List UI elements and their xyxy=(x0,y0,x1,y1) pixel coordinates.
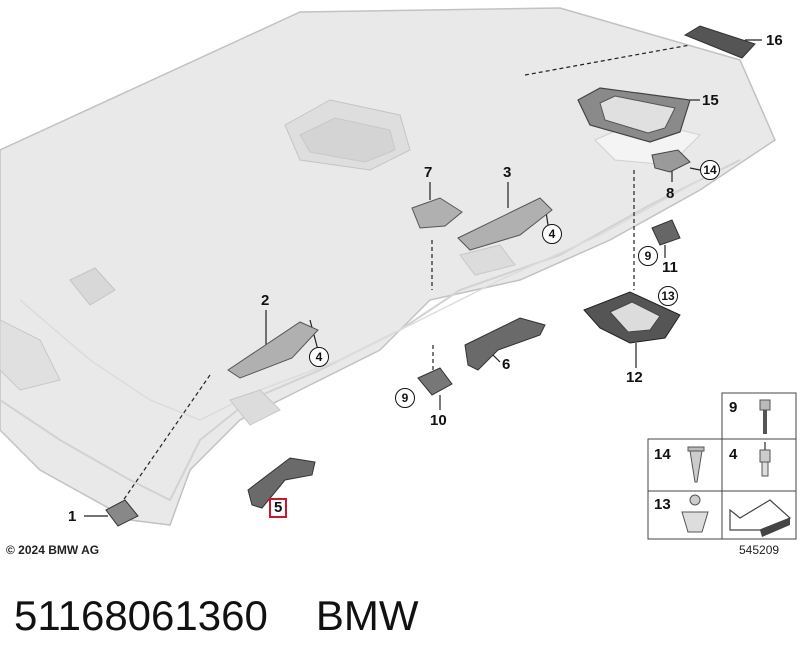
screw-9-icon xyxy=(759,399,771,434)
callout-10: 10 xyxy=(430,412,447,429)
headliner-edge-inner xyxy=(19,179,701,421)
arrow-symbol-icon xyxy=(729,499,792,537)
rivet-4-icon xyxy=(759,442,771,477)
callout-9-circle-a: 9 xyxy=(395,388,415,408)
callout-9-circle-b: 9 xyxy=(638,246,658,266)
callout-13-circle: 13 xyxy=(658,286,678,306)
leader-lines xyxy=(119,44,691,506)
callout-12: 12 xyxy=(626,369,643,386)
callout-11: 11 xyxy=(662,259,678,276)
part-8-bracket xyxy=(651,149,691,173)
callout-2: 2 xyxy=(261,292,270,309)
callout-4-circle-a: 4 xyxy=(309,347,329,367)
clip-13-icon xyxy=(681,494,709,533)
callout-15: 15 xyxy=(702,92,719,109)
part-2-bracket xyxy=(227,321,319,379)
callout-5-highlighted: 5 xyxy=(269,498,288,518)
callout-7: 7 xyxy=(424,164,433,181)
legend-label-13: 13 xyxy=(654,496,671,513)
screw-14-icon xyxy=(687,446,705,483)
part-3-bracket xyxy=(457,197,553,251)
callout-14-circle: 14 xyxy=(700,160,720,180)
legend-label-9: 9 xyxy=(729,399,738,416)
part-number-line: 51168061360 BMW xyxy=(14,592,466,640)
callout-4-circle-b: 4 xyxy=(542,224,562,244)
part-11-cover xyxy=(651,219,681,246)
legend-label-14: 14 xyxy=(654,446,671,463)
callout-3: 3 xyxy=(503,164,512,181)
part-6-grab-handle xyxy=(464,317,546,371)
part-1-cover xyxy=(105,499,139,527)
image-number: 545209 xyxy=(739,543,780,557)
callout-6: 6 xyxy=(502,356,511,373)
part-5-grab-handle xyxy=(247,457,316,509)
part-7-bracket xyxy=(411,197,463,229)
callout-16: 16 xyxy=(766,32,783,49)
callout-8: 8 xyxy=(666,185,675,202)
part-16-grille xyxy=(683,25,756,59)
fastener-legend-grid xyxy=(647,392,797,540)
part-number: 51168061360 xyxy=(14,592,268,639)
callout-1: 1 xyxy=(68,508,77,525)
brand-name: BMW xyxy=(315,592,419,639)
part-10-holder xyxy=(417,367,453,396)
legend-label-4: 4 xyxy=(729,446,738,463)
copyright-text: © 2024 BMW AG xyxy=(6,543,100,557)
